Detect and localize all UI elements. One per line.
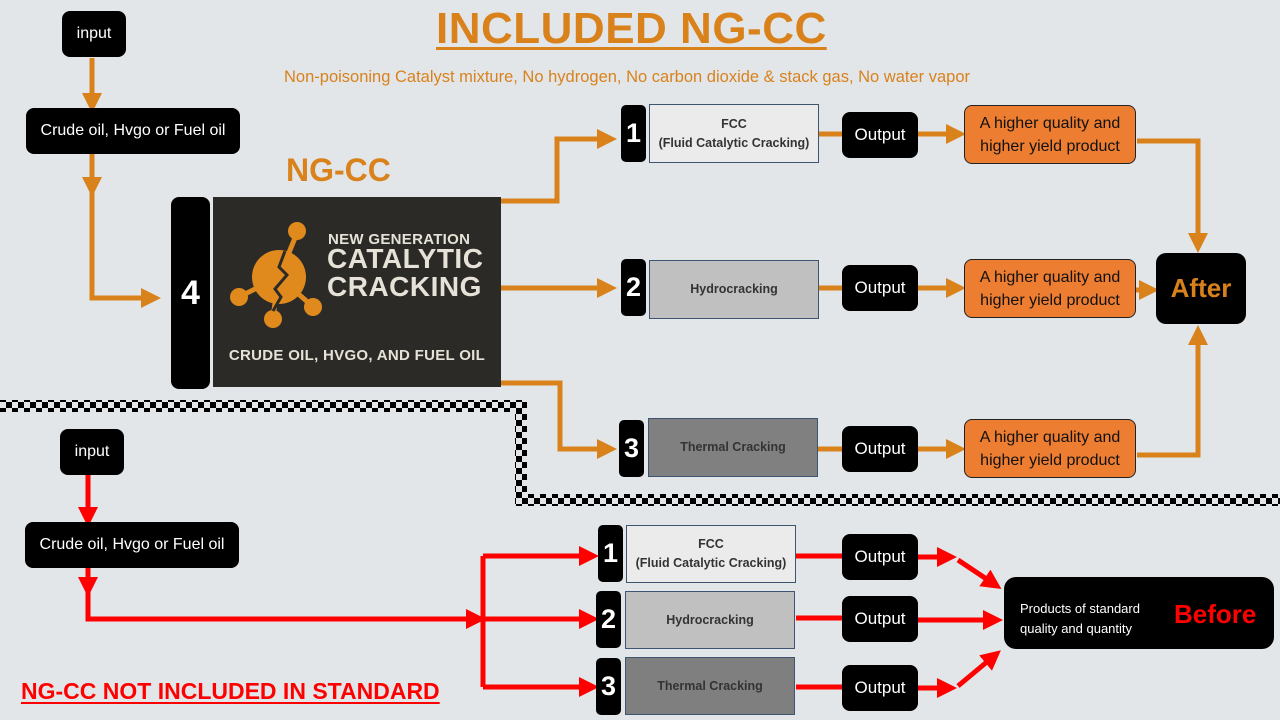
after-feed-node[interactable]: Crude oil, Hvgo or Fuel oil <box>26 108 240 154</box>
after-output-1[interactable]: Output <box>842 112 918 158</box>
after-output-3-label: Output <box>854 439 906 458</box>
before-process-2-name: Hydrocracking <box>666 612 754 627</box>
after-product-1-label: A higher quality and higher yield produc… <box>979 114 1121 155</box>
after-output-3[interactable]: Output <box>842 426 918 472</box>
after-process-3-box[interactable]: Thermal Cracking <box>648 418 818 477</box>
ngcc-number-badge: 4 <box>171 197 210 389</box>
before-result-label: Before <box>1174 599 1257 629</box>
arrow-feed-to-split <box>85 568 486 629</box>
before-process-2-box[interactable]: Hydrocracking <box>625 591 795 649</box>
before-process-2-number: 2 <box>600 604 617 634</box>
before-feed-label: Crude oil, Hvgo or Fuel oil <box>39 536 225 553</box>
before-output-2-label: Output <box>854 609 906 628</box>
after-process-1-badge: 1 <box>621 105 646 162</box>
after-process-3-badge: 3 <box>619 420 644 477</box>
logo-line-4: CRUDE OIL, HVGO, AND FUEL OIL <box>228 347 486 364</box>
before-process-3-badge: 3 <box>596 658 621 715</box>
after-process-2-badge: 2 <box>621 259 646 316</box>
logo-line-1: NEW GENERATION <box>328 231 471 248</box>
ngcc-heading: NG-CC <box>286 152 391 188</box>
divider-vertical-segment <box>515 412 527 504</box>
arrow-std-output1-diag <box>956 557 1002 589</box>
after-result-box[interactable]: After <box>1156 253 1246 324</box>
cracked-molecule-icon <box>230 222 322 328</box>
after-process-2-number: 2 <box>625 272 642 302</box>
logo-line-3: CRACKING <box>327 271 482 302</box>
after-input-node[interactable]: input <box>62 11 126 57</box>
after-output-2[interactable]: Output <box>842 265 918 311</box>
before-flow-arrows <box>78 474 1003 698</box>
before-process-3-name: Thermal Cracking <box>657 678 763 693</box>
after-process-1-number: 1 <box>625 118 642 148</box>
divider-top-segment <box>0 400 527 412</box>
before-process-1-detail: (Fluid Catalytic Cracking) <box>635 556 787 570</box>
before-output-3[interactable]: Output <box>842 665 918 711</box>
after-product-2[interactable]: A higher quality and higher yield produc… <box>964 259 1136 318</box>
arrow-product3-to-after <box>1137 325 1208 458</box>
page-subtitle: Non-poisoning Catalyst mixture, No hydro… <box>284 68 971 86</box>
after-product-3-label: A higher quality and higher yield produc… <box>979 428 1121 469</box>
after-process-1-name: FCC <box>721 116 747 131</box>
divider-bottom-segment <box>515 494 1280 506</box>
standard-footer-title: NG-CC NOT INCLUDED IN STANDARD <box>21 678 440 704</box>
before-feed-node[interactable]: Crude oil, Hvgo or Fuel oil <box>25 522 239 568</box>
before-process-1-number: 1 <box>602 538 619 568</box>
before-process-1-name: FCC <box>698 537 724 551</box>
before-input-label: input <box>74 443 110 460</box>
before-process-2-badge: 2 <box>596 591 621 648</box>
after-process-2-box[interactable]: Hydrocracking <box>649 260 819 319</box>
after-output-2-label: Output <box>854 278 906 297</box>
after-output-1-label: Output <box>854 125 906 144</box>
before-process-3-number: 3 <box>600 671 617 701</box>
after-process-1-box[interactable]: FCC (Fluid Catalytic Cracking) <box>649 104 819 163</box>
arrow-ngcc-to-3 <box>500 380 617 459</box>
after-process-1-detail: (Fluid Catalytic Cracking) <box>658 135 810 150</box>
arrow-feed-to-ngcc <box>89 154 161 308</box>
after-input-label: input <box>76 25 112 42</box>
ngcc-number: 4 <box>181 273 200 312</box>
ngcc-logo[interactable]: NEW GENERATION CATALYTIC CRACKING CRUDE … <box>213 197 501 387</box>
arrow-std-output3-diag <box>956 650 1001 688</box>
after-process-3-number: 3 <box>623 433 640 463</box>
after-product-2-label: A higher quality and higher yield produc… <box>979 268 1121 309</box>
before-input-node[interactable]: input <box>60 429 124 475</box>
before-output-3-label: Output <box>854 678 906 697</box>
arrow-product1-to-after <box>1137 138 1208 253</box>
before-process-3-box[interactable]: Thermal Cracking <box>625 657 795 715</box>
after-result-label: After <box>1170 273 1232 303</box>
after-product-3[interactable]: A higher quality and higher yield produc… <box>964 419 1136 478</box>
before-result-box[interactable]: Products of standard quality and quantit… <box>1004 577 1274 649</box>
before-result-description: Products of standard quality and quantit… <box>1020 601 1140 636</box>
arrow-ngcc-to-1 <box>500 129 617 204</box>
before-process-1-box[interactable]: FCC (Fluid Catalytic Cracking) <box>626 525 796 583</box>
logo-line-2: CATALYTIC <box>327 243 484 274</box>
after-process-2-name: Hydrocracking <box>690 282 778 296</box>
before-output-1[interactable]: Output <box>842 534 918 580</box>
after-product-1[interactable]: A higher quality and higher yield produc… <box>964 105 1136 164</box>
before-output-2[interactable]: Output <box>842 596 918 642</box>
before-process-1-badge: 1 <box>598 525 623 582</box>
after-feed-label: Crude oil, Hvgo or Fuel oil <box>40 122 226 139</box>
page-title: INCLUDED NG-CC <box>436 4 827 53</box>
after-process-3-name: Thermal Cracking <box>680 440 786 454</box>
before-output-1-label: Output <box>854 547 906 566</box>
